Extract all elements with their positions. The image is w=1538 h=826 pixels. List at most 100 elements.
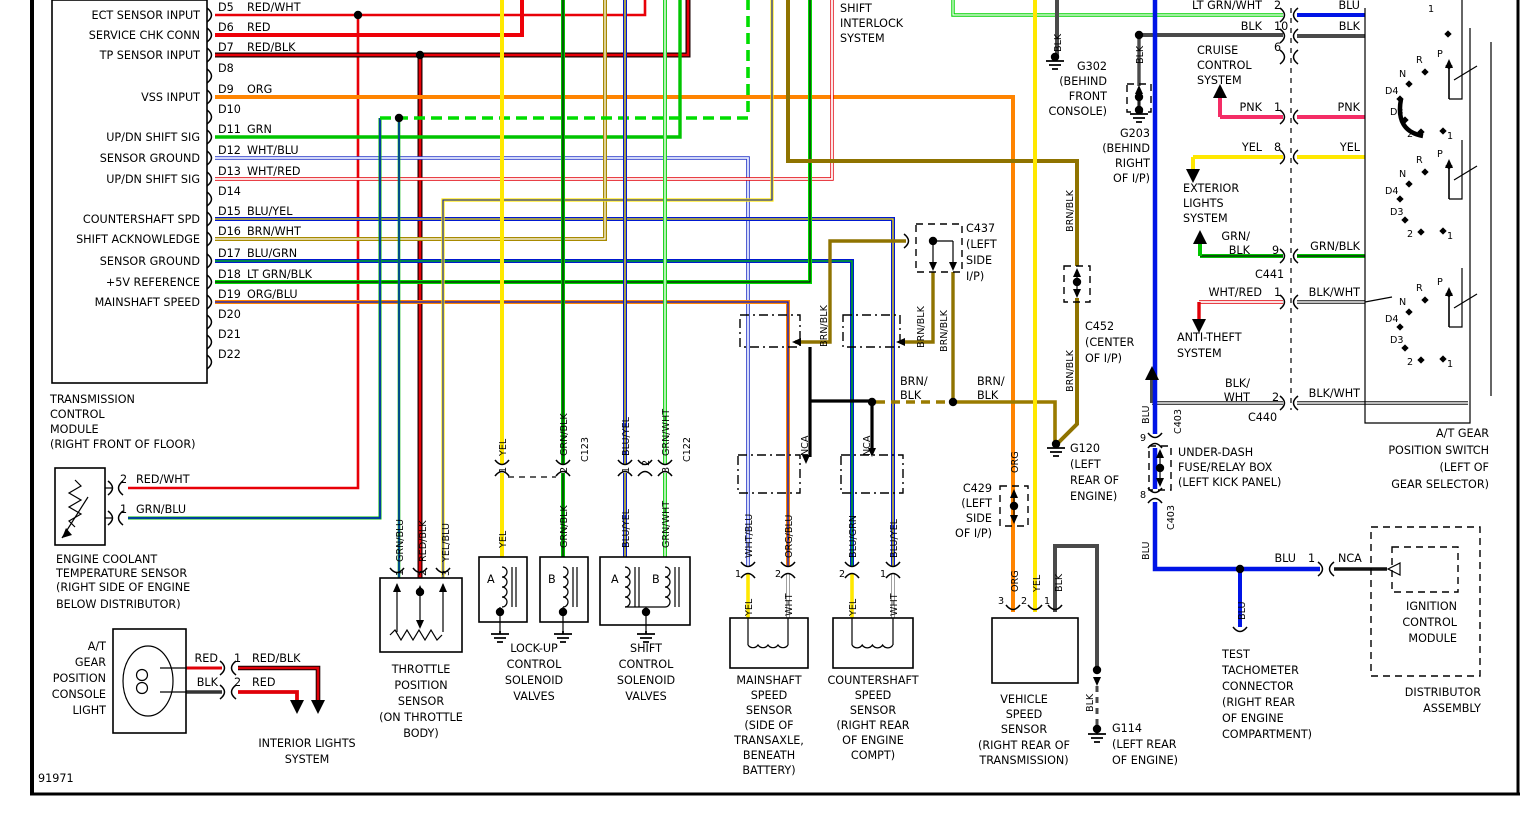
c403-upper: C403 [1173, 409, 1184, 434]
gear-position-label: 2 [1407, 129, 1413, 140]
gear-position-contact [1421, 68, 1429, 76]
console-light-labels: A/T GEAR POSITION CONSOLE LIGHT RED 1 RE… [52, 640, 356, 766]
connector-arc [844, 572, 860, 579]
console-label: LIGHT [73, 704, 107, 717]
shift-label: CONTROL [619, 658, 674, 671]
shift-interlock-label: INTERLOCK [840, 17, 904, 30]
wire-arrowhead [896, 338, 905, 346]
c122-label: C122 [682, 437, 693, 462]
connector-arc [206, 129, 213, 145]
countershaft-label: COUNTERSHAFT [827, 674, 918, 687]
tcm-pin-id: D20 [218, 308, 241, 321]
junction-dot [1134, 92, 1144, 102]
countershaft-pigtail2: YEL [848, 598, 859, 617]
right-conn-right: YEL [1339, 141, 1361, 154]
connector-arc [1292, 7, 1299, 23]
g203-label: OF I/P) [1113, 172, 1150, 185]
console-wire-out2: RED [252, 676, 275, 689]
lockup-b-wire: GRN/BLK [559, 505, 570, 548]
console-pin2: 2 [234, 676, 241, 689]
lockup-a-wire: YEL [498, 530, 509, 549]
c437-label: (LEFT [966, 238, 997, 251]
console-label: POSITION [53, 672, 106, 685]
connector-arc [617, 459, 633, 466]
gear-switch-label: POSITION SWITCH [1388, 444, 1489, 457]
vss-label: SPEED [1006, 708, 1043, 721]
connector-arc [1317, 561, 1324, 577]
ground-symbol [637, 631, 655, 643]
countershaft-lower-shield [840, 454, 904, 494]
wire-arrowhead [439, 583, 447, 592]
connector-arc [844, 561, 860, 568]
lockup-b-box [539, 556, 589, 623]
tps-pin2: 2 [418, 570, 429, 576]
ground-symbol [1047, 445, 1065, 457]
connector-arc [1279, 294, 1286, 310]
junction-dot [1092, 665, 1102, 675]
g120-label: G120 [1070, 442, 1100, 455]
right-conn-right: GRN/BLK [1310, 240, 1360, 253]
console-pin1: 1 [234, 652, 241, 665]
connector-arc [219, 684, 226, 700]
fusebox-wire-below: BLU [1141, 542, 1152, 560]
connector-arc [1279, 248, 1286, 264]
tcm-pin-wire: WHT/BLU [247, 144, 299, 157]
gear-position-label: 1 [1447, 359, 1453, 370]
shift-b-letter: B [652, 573, 660, 586]
lockup-label: VALVES [513, 690, 554, 703]
right-conn-left: LT GRN/WHT [1192, 0, 1262, 12]
tcm-pin-id: D21 [218, 328, 241, 341]
junction-dot [1155, 463, 1165, 473]
ect-box [54, 467, 106, 546]
connector-arc [1292, 109, 1299, 125]
fusebox-label: FUSE/RELAY BOX [1178, 461, 1273, 474]
ect-label: (RIGHT SIDE OF ENGINE [56, 581, 190, 594]
c452-label: OF I/P) [1085, 352, 1122, 365]
right-conn-pin: 10 [1274, 20, 1288, 33]
connector-arc [206, 7, 213, 23]
shift-a-wire: BLU/YEL [621, 508, 632, 548]
wire-arrowhead [1073, 268, 1081, 277]
right-conn-right: PNK [1338, 101, 1361, 114]
console-light-box [112, 628, 187, 734]
gear-position-contact [1417, 228, 1425, 236]
gear-switch-label: A/T GEAR [1436, 427, 1489, 440]
right-conn-left: GRN/ [1221, 230, 1250, 243]
c441-label: C441 [1255, 268, 1284, 281]
wafer-link [1449, 268, 1463, 328]
connector-arc [1147, 497, 1163, 504]
tps-wire2: RED/BLK [418, 520, 429, 562]
c429-label: (LEFT [961, 497, 992, 510]
wafer-link [1449, 40, 1463, 100]
vss-box [991, 617, 1079, 684]
system-labels: SHIFT INTERLOCK SYSTEM CRUISE CONTROL SY… [840, 2, 1284, 424]
connector-arc [206, 231, 213, 247]
ground-labels: BLK G302 (BEHIND FRONT CONSOLE) BLK G203… [1048, 33, 1178, 767]
system-arrow [1186, 169, 1200, 183]
ground-symbol [554, 631, 572, 643]
right-conn-right: BLU [1338, 0, 1360, 12]
icm-label: IGNITION [1406, 600, 1457, 613]
c429-label: C429 [963, 482, 992, 495]
lockup-a-letter: A [487, 573, 495, 586]
lockup-label: SOLENOID [505, 674, 563, 687]
vss-blk: BLK [1054, 573, 1065, 592]
system-arrow [290, 700, 304, 714]
junction-dot [495, 607, 505, 617]
connector-arc [206, 354, 213, 370]
tcm-signal-label: +5V REFERENCE [106, 276, 200, 289]
wire-arrowhead [1093, 677, 1101, 686]
c122-pin2: 2 [641, 460, 652, 466]
drain-label-1a: BRN/ [900, 375, 928, 388]
tps-label: (ON THROTTLE [379, 711, 463, 724]
ect-pin2: 2 [120, 473, 127, 486]
tcm-name-line: CONTROL [50, 408, 105, 421]
gear-position-label: D3 [1390, 107, 1404, 118]
gear-position-label: D3 [1390, 335, 1404, 346]
junction-dot [928, 236, 938, 246]
exterior-lights-label: EXTERIOR [1183, 182, 1239, 195]
c403-lower: C403 [1166, 505, 1177, 530]
right-conn-right: BLK [1339, 20, 1361, 33]
wire-arrowhead [1445, 59, 1453, 68]
connector-arc [494, 459, 510, 466]
